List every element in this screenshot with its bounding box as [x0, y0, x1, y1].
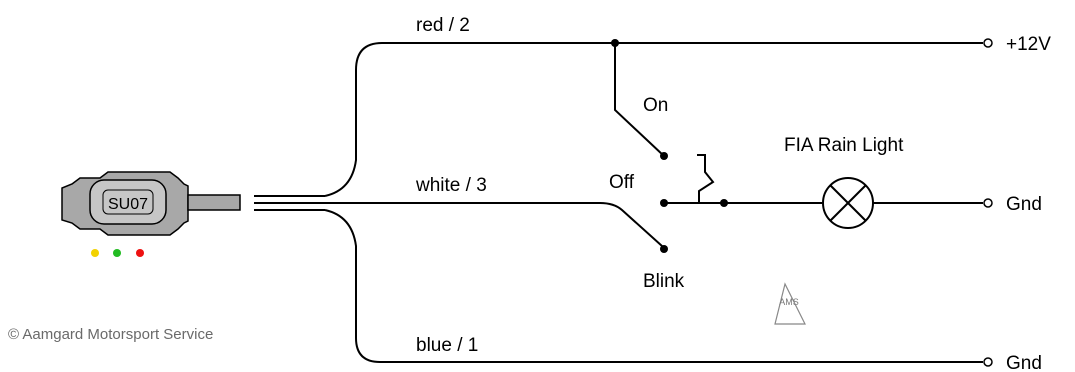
terminal-middle-label: Gnd: [1006, 194, 1042, 215]
terminal-middle: [983, 198, 993, 208]
wire-blue-label: blue / 1: [416, 335, 478, 356]
copyright-text: © Aamgard Motorsport Service: [8, 326, 213, 343]
ams-logo: AMS: [774, 282, 806, 325]
terminal-top: [983, 38, 993, 48]
wire-blue: [324, 209, 983, 363]
status-leds: [91, 249, 144, 257]
led-green: [113, 249, 121, 257]
switch-actuator: [697, 154, 715, 203]
switch-blink-label: Blink: [643, 271, 685, 292]
logo-text: AMS: [779, 297, 799, 307]
lamp-symbol: [822, 177, 874, 229]
led-yellow: [91, 249, 99, 257]
led-red: [136, 249, 144, 257]
switch-on-label: On: [643, 95, 668, 116]
switch-on-lever: [614, 43, 665, 157]
cable-bundle: [254, 195, 325, 211]
wire-red: [324, 42, 983, 197]
terminal-top-label: +12V: [1006, 34, 1051, 55]
module-label: SU07: [108, 196, 148, 213]
terminal-bottom-label: Gnd: [1006, 353, 1042, 372]
wire-white: [325, 202, 663, 247]
switch-on-contact: [660, 152, 668, 160]
module-cable-sleeve: [187, 194, 241, 211]
su07-module: SU07: [61, 171, 241, 236]
switch-blink-contact: [660, 245, 668, 253]
wire-white-label: white / 3: [415, 175, 487, 196]
switch-off-label: Off: [609, 172, 635, 193]
junction-output: [720, 199, 728, 207]
lamp-label: FIA Rain Light: [784, 135, 904, 156]
terminal-bottom: [983, 357, 993, 367]
wire-red-label: red / 2: [416, 15, 470, 36]
